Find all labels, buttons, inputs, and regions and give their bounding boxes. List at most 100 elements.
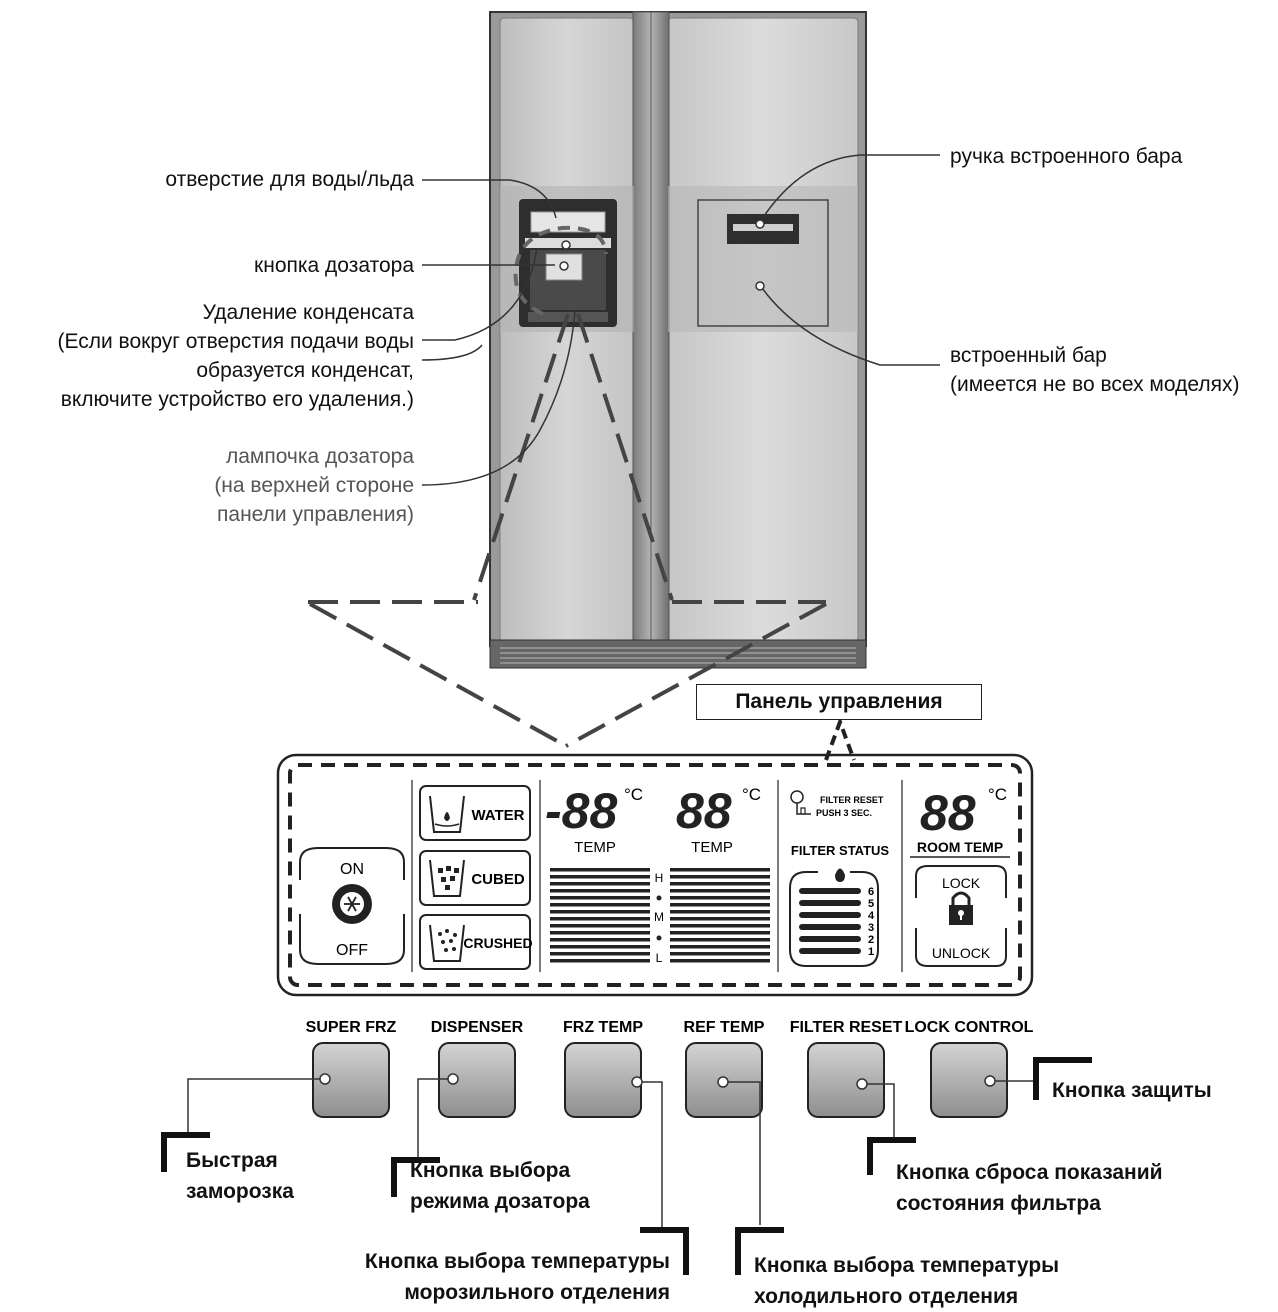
dispenser-caption: DISPENSER [431,1019,524,1036]
temp-level-bar [550,945,650,949]
frz-temp-description: Кнопка выбора температуры морозильного о… [365,1246,670,1308]
filter-level-bar [799,924,861,930]
home-bar-line: встроенный бар [950,344,1107,367]
temp-level-bar [670,882,770,886]
home-bar-line: (имеется не во всех моделях) [950,373,1240,396]
condensate-line: Удаление конденсата [202,301,414,324]
frz-temp-caption: FRZ TEMP [563,1019,643,1036]
temp-level-bar [550,924,650,928]
ref-temp-description: Кнопка выбора температуры холодильного о… [754,1250,1059,1312]
super-freeze-indicator: ON OFF [299,847,405,965]
temp-level-bar [550,931,650,935]
lock-control-button[interactable] [930,1042,1008,1118]
level-h-label: H [655,871,664,885]
control-panel-title: Панель управления [696,684,982,720]
unlock-label: UNLOCK [932,945,991,961]
filter-reset-description: Кнопка сброса показаний состояния фильтр… [896,1157,1163,1219]
dispenser-description-line: Кнопка выбора [410,1159,571,1182]
frz-temp-button[interactable] [564,1042,642,1118]
dispenser-lamp-line: панели управления) [217,503,414,526]
home-bar-door [697,199,829,327]
refrigerator [308,11,940,748]
cubed-ice-icon [429,859,465,897]
temp-level-bar [550,903,650,907]
dispenser-mode-indicators: WATER CUBED CRUSHED [419,785,533,970]
temperature-level-bars [550,868,770,963]
super-frz-button[interactable] [312,1042,390,1118]
filter-level-bar [799,888,861,894]
refrigerator-deg-c: °C [742,785,761,804]
temp-level-bar [670,875,770,879]
filter-level-bar [799,936,861,942]
level-m-label: M [654,910,664,924]
lock-label: LOCK [942,875,981,891]
water-ice-outlet-label: отверстие для воды/льда [165,168,414,191]
frz-temp-description-line: морозильного отделения [404,1281,670,1304]
refrigerator-temp-display: 88 [676,783,732,839]
temp-level-bar [670,959,770,963]
ref-temp-description-line: Кнопка выбора температуры [754,1254,1060,1277]
filter-status-section: FILTER RESET PUSH 3 SEC. FILTER STATUS 6… [789,790,890,967]
super-frz-description-line: Быстрая [186,1149,278,1172]
refrigerator-temp-label: TEMP [691,839,733,856]
dispenser-button[interactable] [438,1042,516,1118]
filter-reset-description-line: Кнопка сброса показаний [896,1161,1163,1184]
filter-level-number: 3 [868,922,874,934]
temp-level-bar [550,882,650,886]
room-temp-display: 88 [920,785,976,841]
temp-level-bar [550,889,650,893]
condensate-line: включите устройство его удаления.) [60,388,414,411]
temp-level-bar [670,931,770,935]
condensate-label: Удаление конденсата (Если вокруг отверст… [57,298,414,414]
temp-level-bar [670,896,770,900]
dispenser-lamp-line: лампочка дозатора [225,445,414,468]
super-frz-description-line: заморозка [186,1180,294,1203]
condensate-line: (Если вокруг отверстия подачи воды [57,330,414,353]
home-bar-label: встроенный бар (имеется не во всех модел… [950,341,1239,399]
filter-level-bars [799,888,861,954]
filter-reset-text-1: FILTER RESET [820,795,884,805]
filter-level-bar [799,948,861,954]
room-deg-c: °C [988,785,1007,804]
filter-level-number: 5 [868,898,874,910]
temp-level-bar [670,924,770,928]
temp-level-bar [670,910,770,914]
control-panel-frame [276,753,1034,997]
room-temp-label: ROOM TEMP [917,839,1003,855]
temp-level-bar [550,952,650,956]
filter-level-number: 2 [868,934,874,946]
ref-temp-caption: REF TEMP [684,1019,765,1036]
temp-level-bar [550,896,650,900]
temp-level-bar [670,945,770,949]
temp-level-bar [670,952,770,956]
freezer-temp-display: -88 [545,783,617,839]
filter-reset-button[interactable] [807,1042,885,1118]
super-frz-caption: SUPER FRZ [306,1019,397,1036]
filter-level-bar [799,912,861,918]
filter-level-number: 6 [868,886,874,898]
off-label: OFF [336,942,368,959]
crushed-ice-icon [429,924,465,962]
dispenser-lamp-line: (на верхней стороне [214,474,414,497]
padlock-icon [949,891,973,925]
freezer-deg-c: °C [624,785,643,804]
dispenser-button-label: кнопка дозатора [254,254,414,277]
filter-level-bar [799,900,861,906]
bar-handle-label: ручка встроенного бара [950,145,1183,168]
crushed-label: CRUSHED [463,935,532,951]
temperature-displays: -88 °C 88 °C TEMP TEMP H M L [545,783,770,965]
temp-level-bar [670,917,770,921]
filter-reset-caption: FILTER RESET [790,1019,903,1036]
filter-level-number: 4 [868,910,875,922]
super-frz-description: Быстрая заморозка [186,1145,294,1207]
frz-temp-description-line: Кнопка выбора температуры [364,1250,670,1273]
control-panel: ON OFF [276,716,1034,997]
ref-temp-description-line: холодильного отделения [754,1285,1019,1308]
dispenser-lamp-label: лампочка дозатора (на верхней стороне па… [214,442,414,529]
water-label: WATER [471,807,524,824]
temp-level-bar [550,910,650,914]
dispenser-description: Кнопка выбора режима дозатора [410,1155,590,1217]
filter-status-label: FILTER STATUS [791,843,890,858]
temp-level-bar [670,868,770,872]
